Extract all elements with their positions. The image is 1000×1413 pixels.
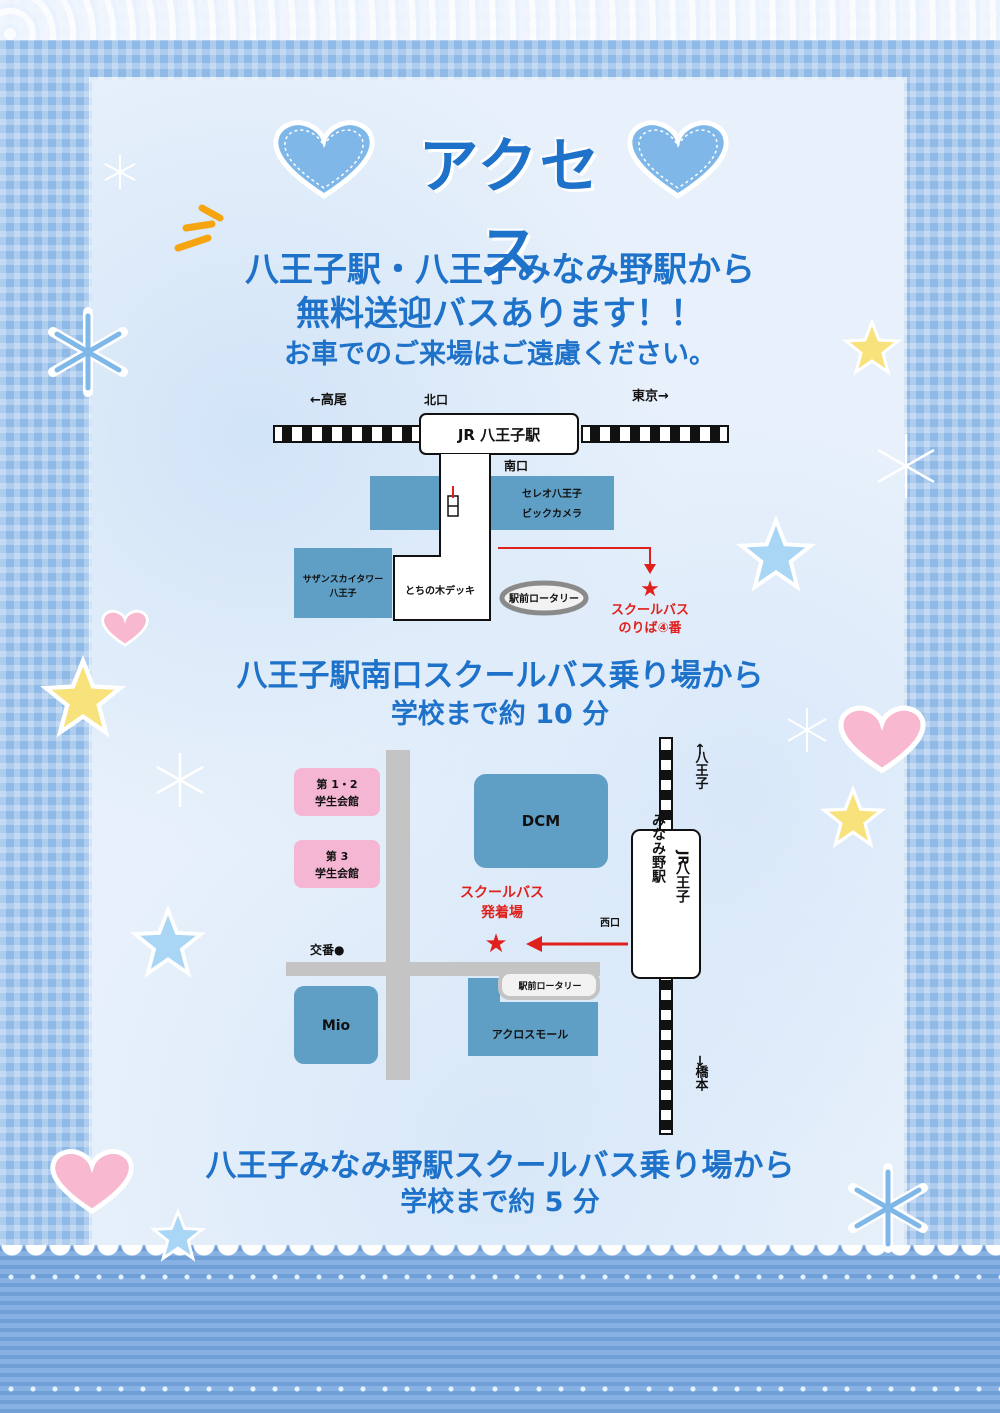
station-label-minamino: みなみ野駅 — [650, 813, 666, 884]
heart-icon — [273, 120, 375, 199]
north-arrow-icon: ↑ — [694, 742, 706, 758]
station-label-jr: JR — [675, 850, 690, 866]
minamino-station-box — [631, 829, 701, 979]
star-icon — [40, 655, 126, 738]
heart-icon — [838, 705, 926, 774]
top-lace-border — [0, 0, 1000, 40]
star-icon — [130, 905, 206, 978]
bottom-dots-lower — [0, 1385, 1000, 1393]
building-cereo — [490, 476, 614, 530]
snowflake-icon — [787, 708, 827, 752]
star-icon — [736, 515, 816, 592]
dcm-label: DCM — [522, 812, 560, 830]
south-exit-label: 南口 — [504, 458, 528, 473]
bottom-band — [0, 1245, 1000, 1413]
caption-2-line-2: 学校まで約 5 分 — [400, 1187, 600, 1218]
bus-terminal-label-1: スクールバス — [460, 885, 544, 901]
south-direction-label: 橋本 — [693, 1064, 709, 1092]
caption-1-line-2: 学校まで約 10 分 — [390, 699, 610, 730]
heart-icon — [101, 609, 149, 647]
building-southern-sky-tower — [294, 548, 392, 618]
snowflake-icon — [848, 1163, 928, 1253]
student-hall-1-2 — [294, 768, 380, 816]
intro-line-3: お車でのご来場はご遠慮ください。 — [284, 339, 716, 370]
building-mio — [294, 986, 378, 1064]
rotary-label: 駅前ロータリー — [518, 980, 581, 992]
building-across-mall — [468, 978, 598, 1056]
caption-1-line-1: 八王子駅南口スクールバス乗り場から — [236, 658, 764, 694]
heart-icon — [627, 120, 729, 199]
bus-stop-label-1: スクールバス — [611, 603, 689, 618]
south-arrow-icon: ↓ — [694, 1054, 706, 1070]
hall3-label-1: 第 3 — [326, 849, 348, 863]
bus-terminal-star-icon: ★ — [484, 929, 507, 959]
bus-terminal-label-2: 発着場 — [480, 904, 523, 921]
route-arrowhead — [644, 564, 656, 574]
intro-line-1: 八王子駅・八王子みなみ野駅から — [245, 250, 755, 290]
map-minamino-station: 第 1・2 学生会館 第 3 学生会館 DCM JR 八王子 みなみ野駅 ↑ 八… — [286, 737, 710, 1135]
route-to-bus-stop — [498, 547, 651, 568]
content-panel — [92, 80, 904, 1260]
snowflake-icon — [156, 753, 204, 807]
accent-burst-icon — [174, 204, 224, 252]
rotary-label: 駅前ロータリー — [508, 592, 579, 605]
mio-label: Mio — [322, 1018, 351, 1034]
snowflake-icon — [877, 434, 935, 498]
road-vertical — [386, 750, 410, 1080]
southern-label-2: 八王子 — [328, 588, 356, 599]
star-icon — [842, 318, 902, 376]
southern-label-1: サザンスカイタワー — [303, 573, 383, 585]
intro-line-2: 無料送迎バスあります！！ — [296, 294, 704, 334]
star-icon — [820, 785, 886, 849]
bus-stop-star-icon: ★ — [640, 577, 660, 602]
bottom-dots — [0, 1273, 1000, 1281]
hall12-label-2: 学生会館 — [315, 794, 359, 808]
snowflake-icon — [104, 155, 136, 189]
station-label-hachioji: 八王子 — [674, 861, 691, 904]
west-exit-label: 西口 — [600, 917, 620, 929]
map-hachioji-station: JR 八王子駅 ←高尾 東京→ 北口 南口 セレオ八王子 ビックカメラ サザンス… — [273, 388, 729, 636]
student-hall-3 — [294, 840, 380, 888]
koban-label: 交番● — [310, 942, 344, 957]
route-arrowhead — [526, 936, 542, 952]
station-name: JR 八王子駅 — [457, 426, 541, 444]
direction-left: ←高尾 — [310, 392, 347, 408]
caption-2-line-1: 八王子みなみ野駅スクールバス乗り場から — [205, 1148, 795, 1184]
building-north-west — [370, 476, 440, 530]
across-mall-label: アクロスモール — [492, 1028, 568, 1041]
bus-stop-label-2: のりば④番 — [618, 620, 682, 636]
minamino-rotary — [498, 970, 600, 1000]
direction-right: 東京→ — [632, 388, 669, 404]
star-icon — [150, 1208, 206, 1262]
building-dcm — [474, 774, 608, 868]
heart-icon — [50, 1149, 134, 1215]
cereo-label-1: セレオ八王子 — [522, 488, 582, 500]
page-title: アクセス — [418, 132, 602, 289]
hall12-label-1: 第 1・2 — [316, 777, 357, 791]
tochinoki-deck — [393, 454, 491, 621]
hall3-label-2: 学生会館 — [315, 866, 359, 880]
deck-label: とちの木デッキ — [405, 584, 475, 597]
north-direction-label: 八王子 — [693, 751, 710, 791]
station-box — [419, 413, 579, 455]
snowflake-icon — [48, 307, 128, 397]
cereo-label-2: ビックカメラ — [522, 507, 582, 520]
north-exit-label: 北口 — [424, 392, 448, 407]
station-rotary — [499, 580, 589, 616]
